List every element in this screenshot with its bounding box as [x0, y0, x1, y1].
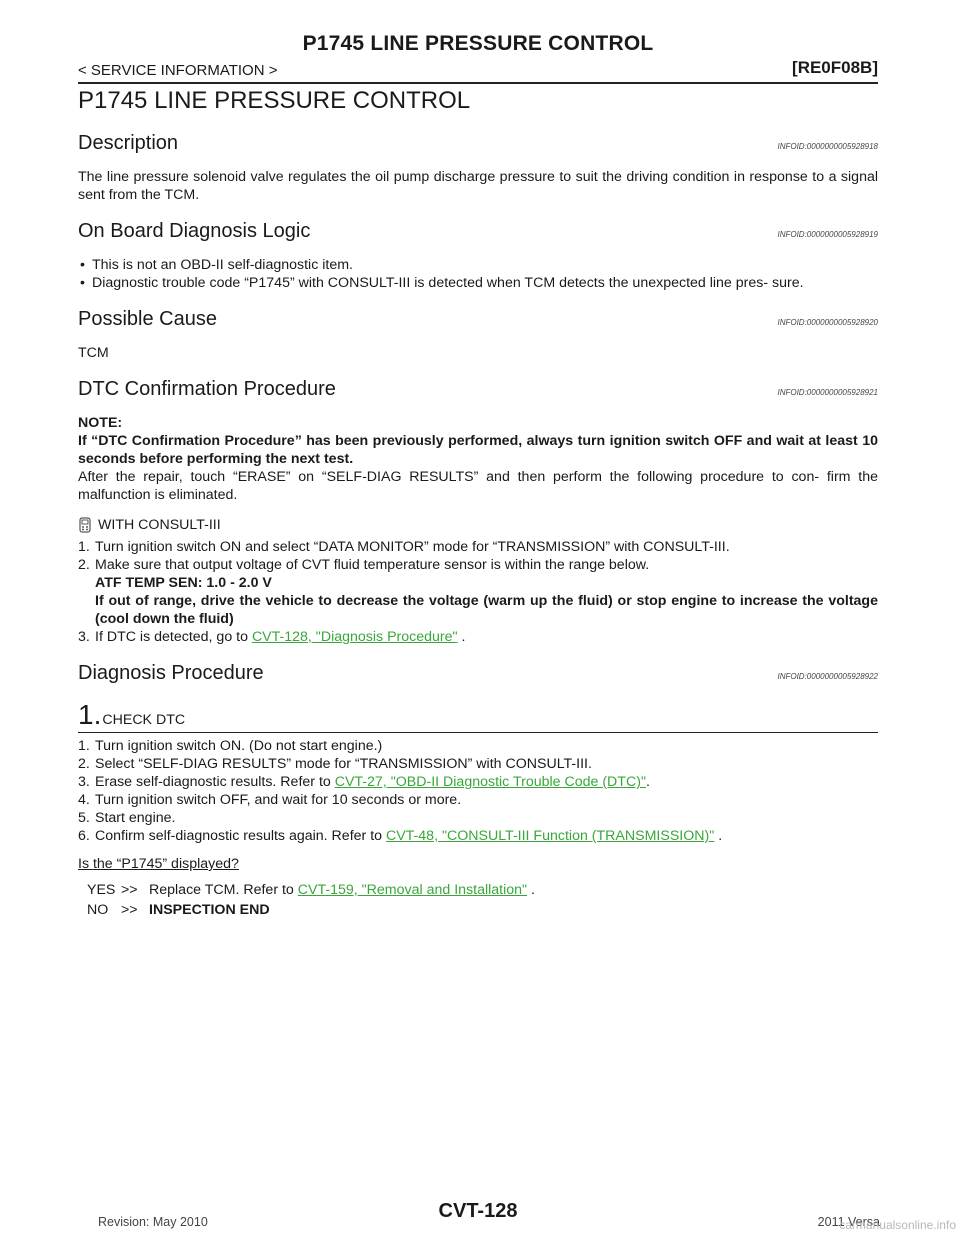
step-text: Turn ignition switch ON and select “DATA…	[95, 539, 730, 555]
list-item: 1. Turn ignition switch ON. (Do not star…	[78, 737, 878, 755]
step-text: Start engine.	[95, 810, 176, 826]
note-label: NOTE:	[78, 415, 123, 431]
list-item: 2. Select “SELF-DIAG RESULTS” mode for “…	[78, 755, 878, 773]
step-text-lead: If DTC is detected, go to	[95, 629, 248, 645]
step-text-lead: Confirm self-diagnostic results again. R…	[95, 828, 386, 844]
running-title: P1745 LINE PRESSURE CONTROL	[302, 32, 654, 55]
list-item: 3. If DTC is detected, go to CVT-128, "D…	[78, 628, 878, 646]
with-consult-label: WITH CONSULT-III	[98, 517, 221, 533]
step-number: 1.	[78, 539, 90, 555]
xref-link-diagnosis-procedure[interactable]: CVT-128, "Diagnosis Procedure"	[251, 629, 458, 645]
section-title: Diagnosis Procedure	[78, 662, 264, 684]
section-header-obd-logic: On Board Diagnosis Logic INFOID:00000000…	[78, 218, 878, 244]
step-number: 2.	[78, 557, 90, 573]
header-divider	[78, 82, 878, 84]
possible-cause-text: TCM	[78, 345, 109, 361]
step-text-tail: .	[714, 828, 723, 844]
step-text-tail: .	[645, 774, 650, 790]
xref-link-consult-function[interactable]: CVT-48, "CONSULT-III Function (TRANSMISS…	[385, 828, 715, 844]
check-step-number: 1.	[78, 699, 102, 730]
step-text: Erase self-diagnostic results. Refer to …	[95, 773, 650, 791]
answer-text: INSPECTION END	[149, 902, 270, 918]
info-id: INFOID:0000000005928918	[777, 142, 878, 151]
step-number: 3.	[78, 629, 90, 645]
step-text: Select “SELF-DIAG RESULTS” mode for “TRA…	[95, 756, 592, 772]
info-id: INFOID:0000000005928922	[777, 672, 878, 681]
obd-logic-list: This is not an OBD-II self-diagnostic it…	[78, 256, 878, 292]
service-info-label: < SERVICE INFORMATION >	[78, 62, 278, 79]
dtc-confirm-steps: 1. Turn ignition switch ON and select “D…	[78, 538, 878, 646]
page-code: CVT-128	[438, 1200, 518, 1222]
step-text: Confirm self-diagnostic results again. R…	[95, 827, 722, 845]
consult-tester-icon	[79, 517, 91, 533]
check-question: Is the “P1745” displayed?	[78, 856, 239, 872]
step-text-tail: .	[457, 629, 466, 645]
answer-text: Replace TCM. Refer to CVT-159, "Removal …	[149, 881, 535, 899]
spec-instruction: If out of range, drive the vehicle to de…	[95, 593, 878, 627]
model-code: [RE0F08B]	[792, 58, 878, 77]
step-text: If DTC is detected, go to CVT-128, "Diag…	[95, 628, 465, 646]
xref-link-removal-installation[interactable]: CVT-159, "Removal and Installation"	[297, 882, 528, 898]
diagnosis-steps: 1. Turn ignition switch ON. (Do not star…	[78, 737, 878, 845]
model-year: 2011 Versa	[817, 1215, 880, 1229]
answer-key: NO	[87, 902, 109, 918]
info-id: INFOID:0000000005928921	[777, 388, 878, 397]
list-item: 5. Start engine.	[78, 809, 878, 827]
section-title: DTC Confirmation Procedure	[78, 378, 336, 400]
list-item: 4. Turn ignition switch OFF, and wait fo…	[78, 791, 878, 809]
step-number: 3.	[78, 774, 90, 790]
section-header-dtc-confirmation: DTC Confirmation Procedure INFOID:000000…	[78, 376, 878, 402]
check-step-label: CHECK DTC	[102, 712, 186, 728]
content: P1745 LINE PRESSURE CONTROL Description …	[78, 82, 878, 919]
info-id: INFOID:0000000005928919	[777, 230, 878, 239]
section-title: Possible Cause	[78, 308, 217, 330]
spec-value: ATF TEMP SEN: 1.0 - 2.0 V	[95, 575, 272, 591]
answer-lead: Replace TCM. Refer to	[149, 882, 298, 898]
list-item: 2. Make sure that output voltage of CVT …	[78, 556, 878, 574]
section-header-description: Description INFOID:0000000005928918	[78, 130, 878, 156]
answer-key: YES	[87, 882, 116, 898]
step-text: Turn ignition switch OFF, and wait for 1…	[95, 792, 462, 808]
list-item: Diagnostic trouble code “P1745” with CON…	[78, 274, 878, 292]
with-consult-row: WITH CONSULT-III	[78, 516, 878, 534]
step-number: 2.	[78, 756, 90, 772]
info-id: INFOID:0000000005928920	[777, 318, 878, 327]
watermark: carmanualsonline.info	[839, 1218, 956, 1232]
after-repair-text: After the repair, touch “ERASE” on “SELF…	[78, 469, 878, 503]
list-item: 6. Confirm self-diagnostic results again…	[78, 827, 878, 845]
step-number: 6.	[78, 828, 90, 844]
step-number: 5.	[78, 810, 90, 826]
list-item: This is not an OBD-II self-diagnostic it…	[78, 256, 878, 274]
step-number: 1.	[78, 738, 90, 754]
step-text: Turn ignition switch ON. (Do not start e…	[95, 738, 383, 754]
answer-arrow: >>	[121, 882, 138, 898]
page-title: P1745 LINE PRESSURE CONTROL	[78, 87, 471, 114]
xref-link-obd-dtc[interactable]: CVT-27, "OBD-II Diagnostic Trouble Code …	[334, 774, 646, 790]
answer-tail: .	[527, 882, 535, 898]
revision-date: Revision: May 2010	[98, 1215, 208, 1229]
list-item: 1. Turn ignition switch ON and select “D…	[78, 538, 878, 556]
section-header-possible-cause: Possible Cause INFOID:0000000005928920	[78, 306, 878, 332]
step-text-lead: Erase self-diagnostic results. Refer to	[95, 774, 335, 790]
answer-arrow: >>	[121, 902, 138, 918]
answer-no: NO >> INSPECTION END	[78, 901, 878, 919]
answer-yes: YES >> Replace TCM. Refer to CVT-159, "R…	[78, 881, 878, 899]
check-divider	[78, 732, 878, 733]
note-text: If “DTC Confirmation Procedure” has been…	[78, 433, 878, 467]
list-item: 3. Erase self-diagnostic results. Refer …	[78, 773, 878, 791]
section-title: On Board Diagnosis Logic	[78, 220, 311, 242]
section-header-diagnosis-procedure: Diagnosis Procedure INFOID:0000000005928…	[78, 660, 878, 686]
check-step-header: 1. CHECK DTC	[78, 700, 878, 730]
step-text: Make sure that output voltage of CVT flu…	[95, 557, 650, 573]
section-title: Description	[78, 132, 179, 154]
description-text: The line pressure solenoid valve regulat…	[78, 169, 878, 203]
step-number: 4.	[78, 792, 90, 808]
